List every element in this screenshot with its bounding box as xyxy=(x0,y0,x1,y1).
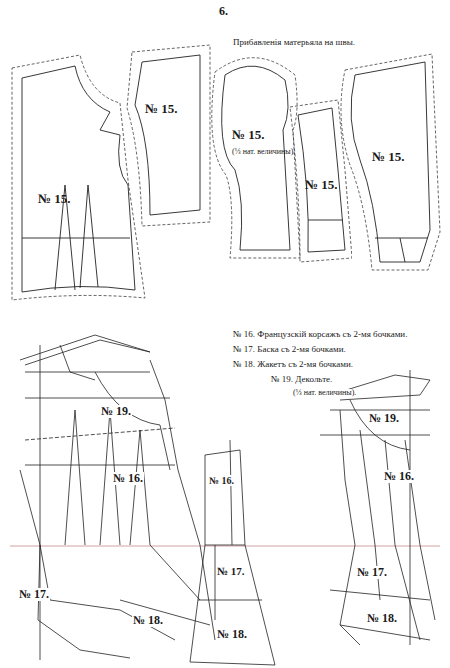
part-number: № 18. xyxy=(132,614,164,627)
page-heading: Прибавленія матерьяла на швы. xyxy=(232,38,356,48)
scale-note: (⅓ нат. величины). xyxy=(232,148,295,156)
part-number: № 17. xyxy=(216,565,246,577)
part-number: № 15. xyxy=(38,192,71,205)
part-number: № 16. xyxy=(383,470,415,483)
part-number: № 15. xyxy=(372,150,405,163)
part-number: № 15. xyxy=(232,128,265,141)
scale-note: (⅓ нат. величины). xyxy=(292,389,357,398)
pattern-piece: № 15. xyxy=(334,50,446,272)
part-number: № 17. xyxy=(18,588,50,601)
pattern-piece: № 15. xyxy=(288,98,352,268)
part-number: № 16. xyxy=(112,472,144,485)
part-number: № 18. xyxy=(366,612,398,625)
figure-title: № 16. Французскій корсажъ съ 2-мя бочкам… xyxy=(232,330,408,340)
page-number: 6. xyxy=(218,5,229,18)
piece-outline xyxy=(200,50,306,265)
pattern-piece: № 15. (⅓ нат. величины). xyxy=(200,50,306,265)
part-number: № 16. xyxy=(208,475,235,486)
piece-outline xyxy=(125,42,217,232)
part-number: № 19. xyxy=(368,412,400,425)
part-number: № 15. xyxy=(305,178,338,191)
part-number: № 18. xyxy=(216,628,248,641)
part-number: № 19. xyxy=(100,405,132,418)
part-number: № 15. xyxy=(145,102,178,115)
figure-title: № 17. Баска съ 2-мя бочками. xyxy=(232,345,347,355)
pattern-piece: № 15. xyxy=(8,50,153,305)
part-number: № 17. xyxy=(356,566,388,579)
piece-outline xyxy=(8,50,153,305)
figure-title: № 18. Жакетъ съ 2-мя бочками. xyxy=(232,360,354,370)
figure-title: № 19. Декольте. xyxy=(270,375,333,385)
pattern-piece: № 15. xyxy=(125,42,217,232)
